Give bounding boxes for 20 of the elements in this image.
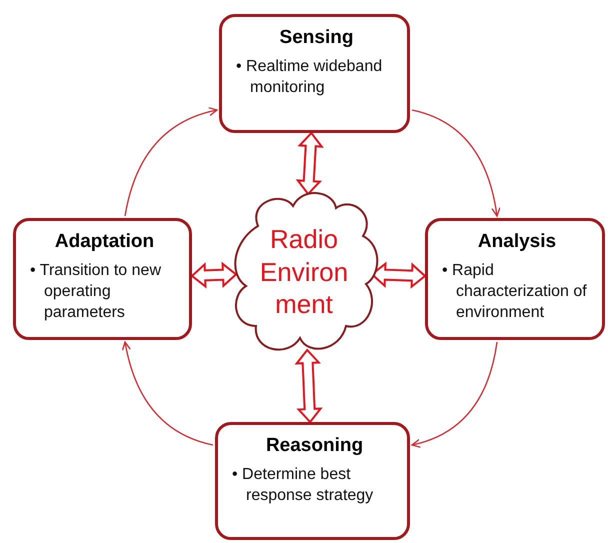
- stage-box: [215, 422, 410, 540]
- box-title: Analysis: [476, 231, 558, 253]
- box-title: Adaptation: [54, 231, 156, 253]
- bullet-text: • Rapid characterization of environment: [442, 261, 588, 323]
- curved-arrow: [122, 341, 214, 446]
- curved-arrow: [412, 109, 500, 217]
- curved-arrow: [124, 107, 218, 216]
- bullet-text: • Transition to new operating parameters: [30, 261, 162, 323]
- cloud-label: Radio Environment: [258, 223, 350, 321]
- bullet-text: • Realtime wideband monitoring: [236, 57, 384, 98]
- double-block-arrow: [296, 131, 324, 196]
- stage-box: [425, 218, 605, 340]
- bullet-text: • Determine best response strategy: [232, 465, 374, 506]
- stage-box: [219, 14, 410, 133]
- double-block-arrow: [190, 262, 238, 288]
- curved-arrow: [411, 342, 498, 448]
- stage-box: [13, 218, 192, 340]
- double-block-arrow: [294, 348, 323, 424]
- box-title: Sensing: [278, 27, 354, 49]
- box-title: Reasoning: [264, 435, 364, 457]
